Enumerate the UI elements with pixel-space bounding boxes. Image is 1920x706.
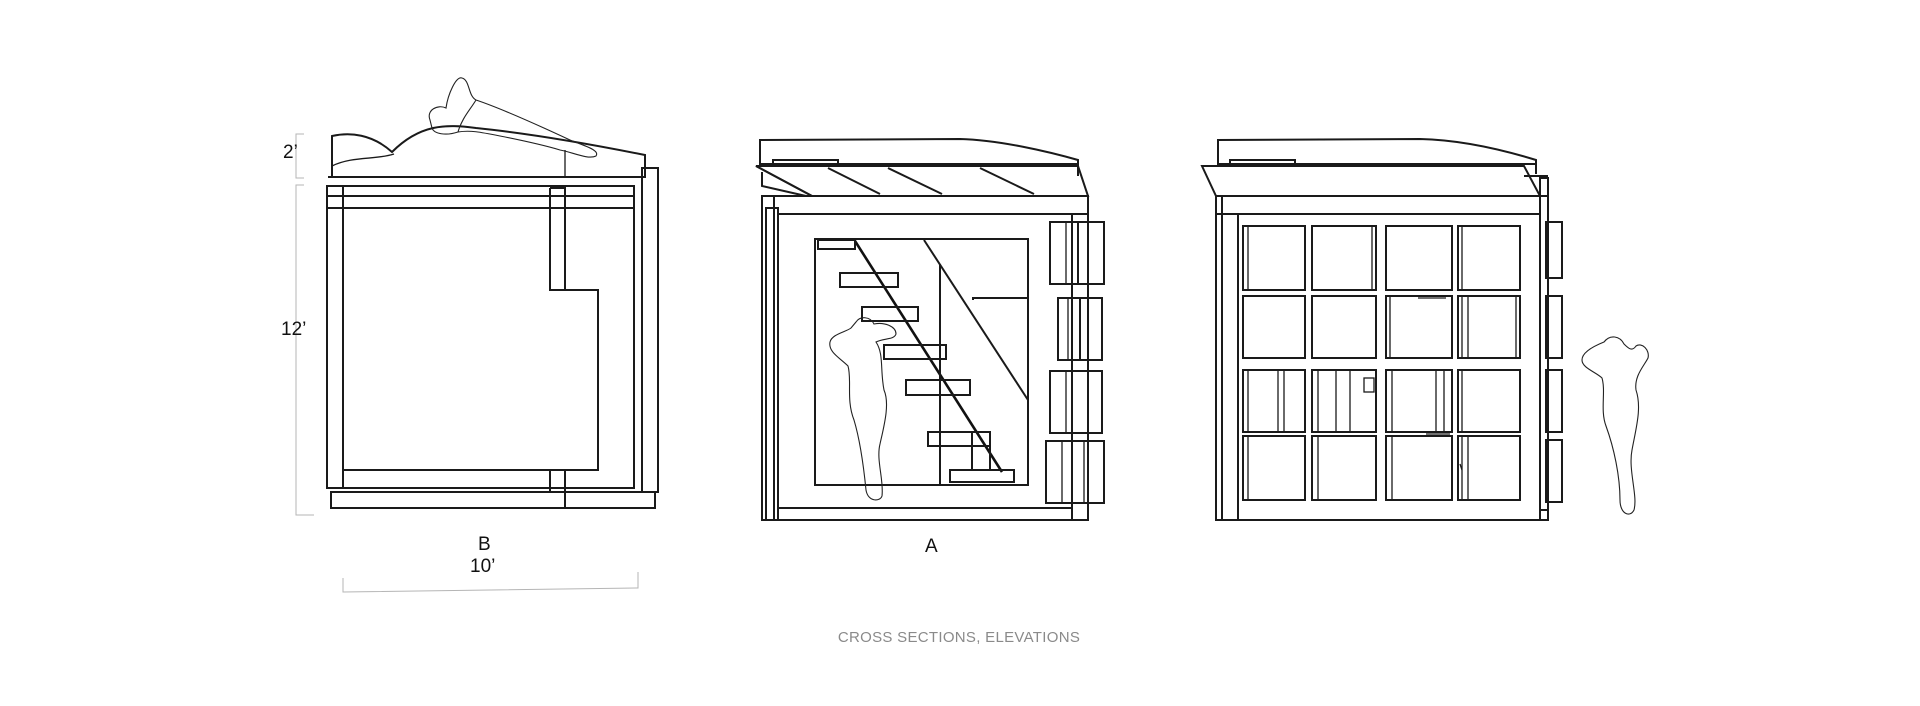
window-grid [1242,225,1521,501]
drawing-caption: CROSS SECTIONS, ELEVATIONS [838,629,1080,646]
section-label-b: B [478,534,491,555]
wall-height-dimension: 12’ [281,319,306,340]
side-panels-a [1045,221,1105,504]
side-panels-elevation [1545,221,1563,503]
cross-section-b [295,77,659,593]
roof-b [328,125,646,178]
frame-a [761,195,1089,521]
reclining-figure [428,77,598,158]
frame-b [326,167,659,509]
stair-panel [814,238,1029,486]
cross-section-a [755,137,1105,521]
elevation [1200,137,1649,521]
roof-a [755,137,1090,197]
width-dimension: 10’ [470,556,495,577]
roof-elevation [1200,137,1548,197]
standing-figure-elevation [1581,336,1649,515]
standing-figure-a [829,317,897,501]
roof-height-dimension: 2’ [283,142,298,163]
section-label-a: A [925,536,938,557]
dimension-lines [295,133,639,593]
frame-elevation [1215,177,1549,521]
